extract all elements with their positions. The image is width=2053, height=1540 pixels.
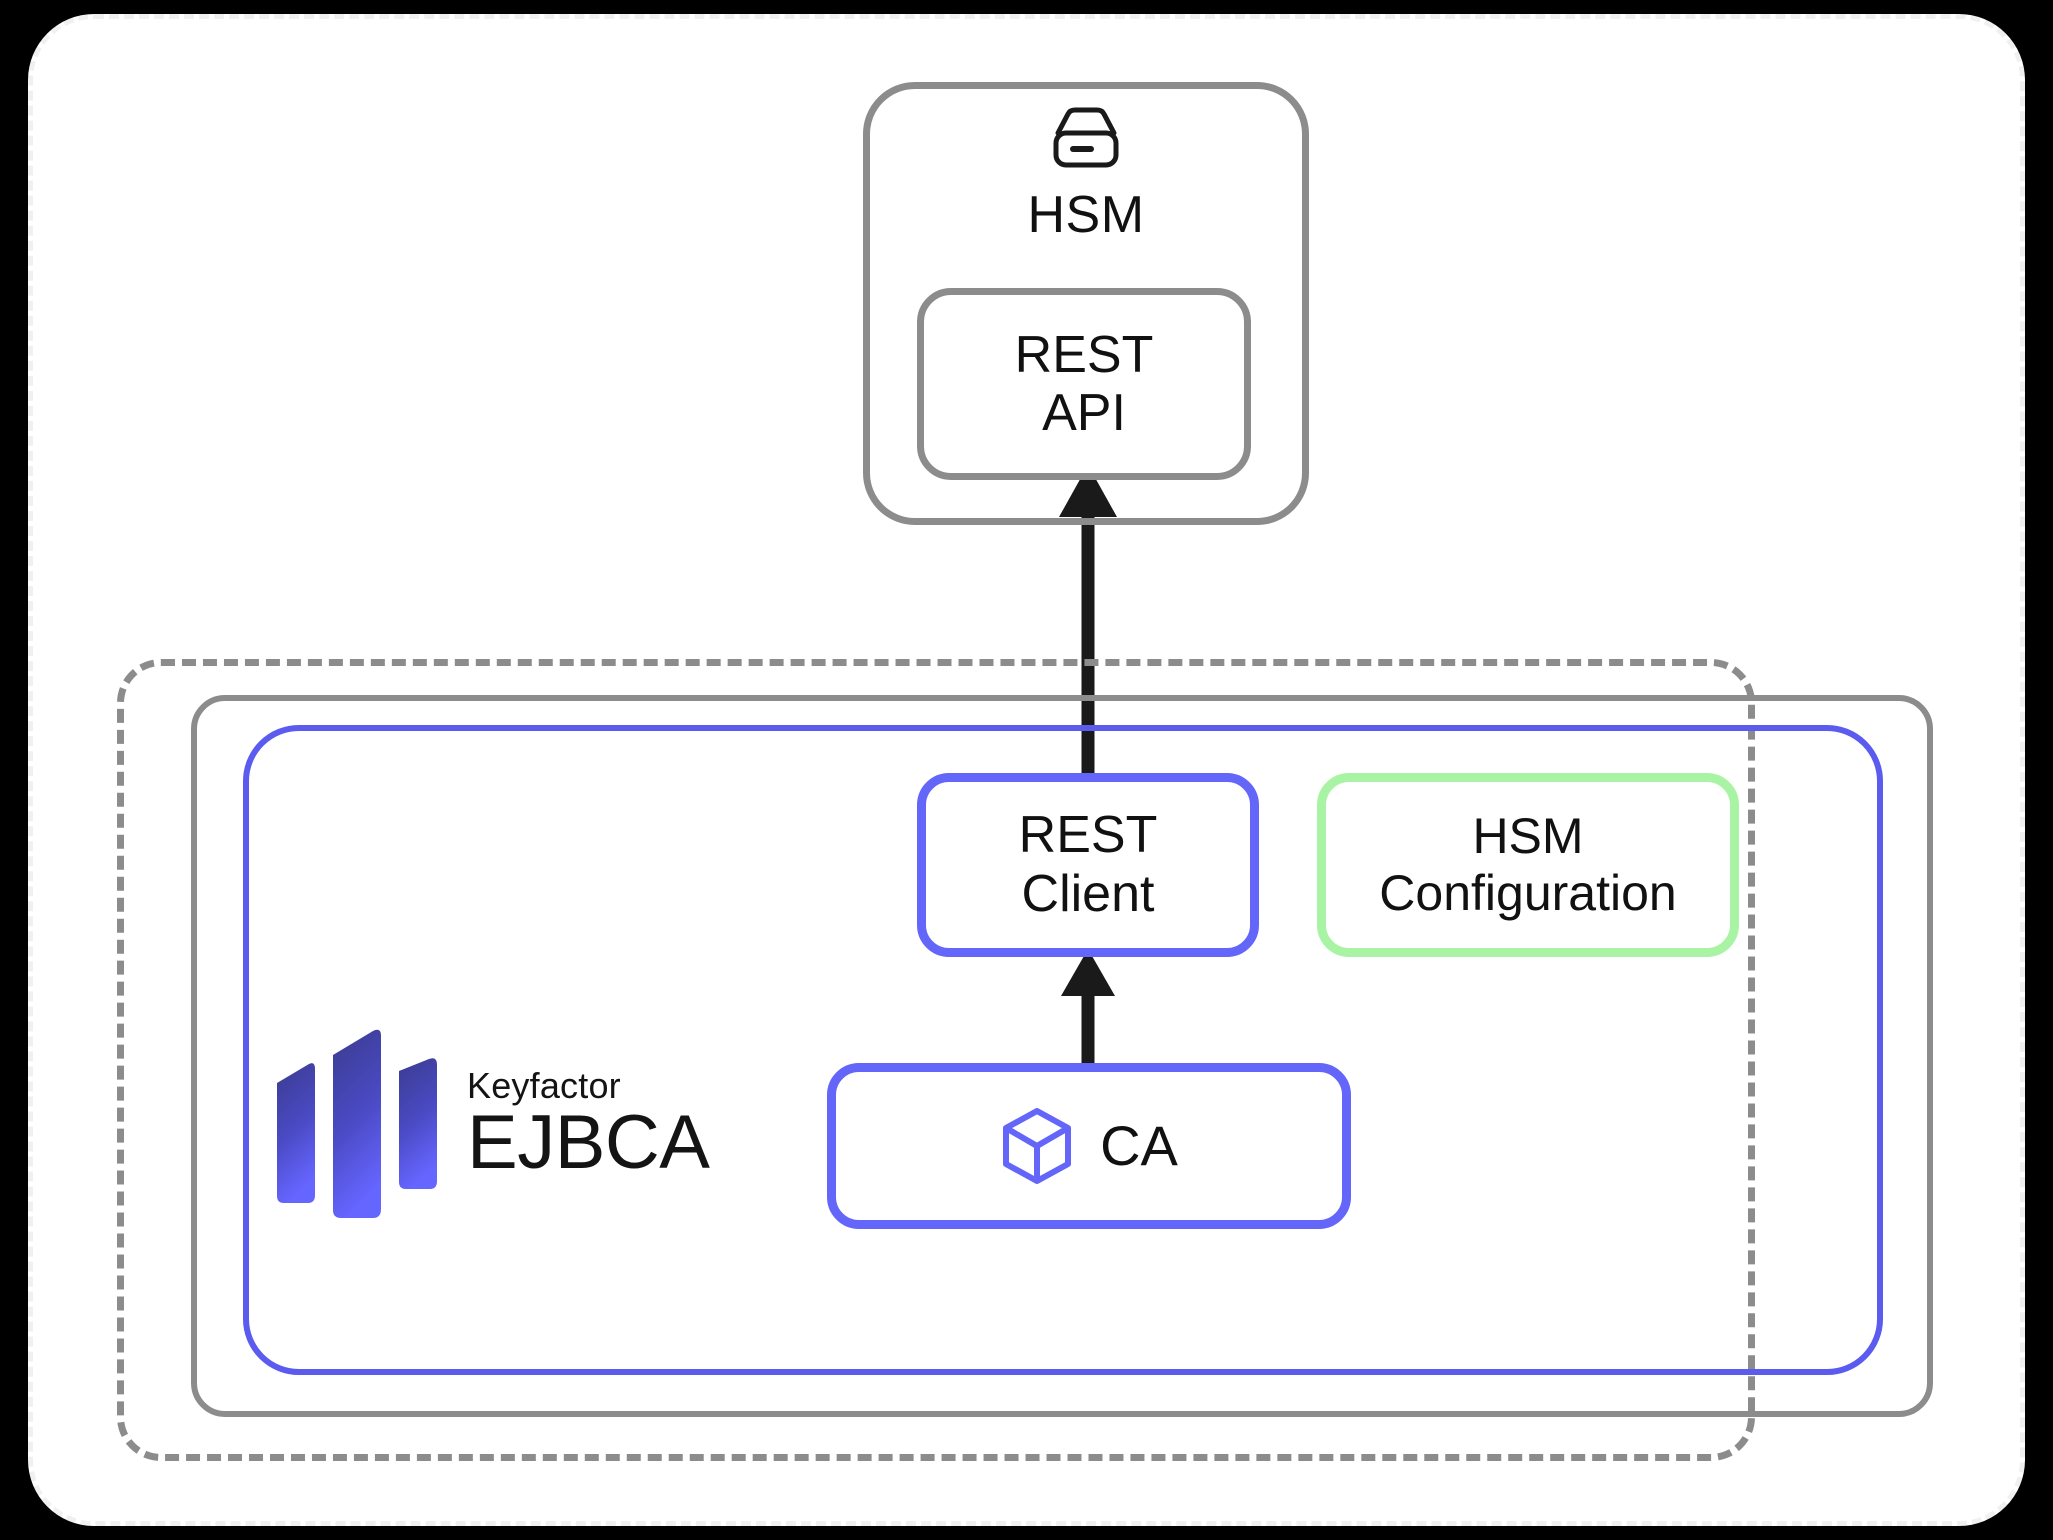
keyfactor-mark-icon (277, 1029, 437, 1218)
hsm-server-icon (1053, 107, 1119, 168)
hsm-configuration-label-line2: Configuration (1379, 865, 1677, 921)
ejbca-logo: Keyfactor EJBCA (271, 1019, 751, 1229)
hsm-label: HSM (1027, 186, 1145, 244)
rest-api-label-line1: REST (1014, 325, 1154, 384)
ca-node[interactable]: CA (827, 1063, 1351, 1229)
rest-client-node[interactable]: REST Client (917, 773, 1259, 957)
hsm-configuration-label-line1: HSM (1472, 808, 1584, 864)
hsm-configuration-node[interactable]: HSM Configuration (1317, 773, 1739, 957)
ejbca-product-label: EJBCA (467, 1099, 710, 1185)
ejbca-wordmark: Keyfactor EJBCA (467, 1065, 710, 1185)
ejbca-boundary (243, 725, 1883, 1375)
host-boundary (191, 695, 1933, 1417)
hsm-node[interactable]: HSM (863, 82, 1309, 525)
cube-icon (1003, 1108, 1072, 1184)
keyfactor-brand-label: Keyfactor (467, 1065, 621, 1107)
ca-label: CA (1100, 1114, 1178, 1177)
deployment-boundary-dashed (117, 659, 1755, 1461)
rest-client-label-line1: REST (1018, 805, 1158, 864)
rest-api-node[interactable]: REST API (917, 288, 1251, 480)
rest-client-label-line2: Client (1021, 865, 1155, 923)
diagram-page: HSM REST API (28, 14, 2025, 1526)
rest-api-label-line2: API (1042, 384, 1126, 442)
